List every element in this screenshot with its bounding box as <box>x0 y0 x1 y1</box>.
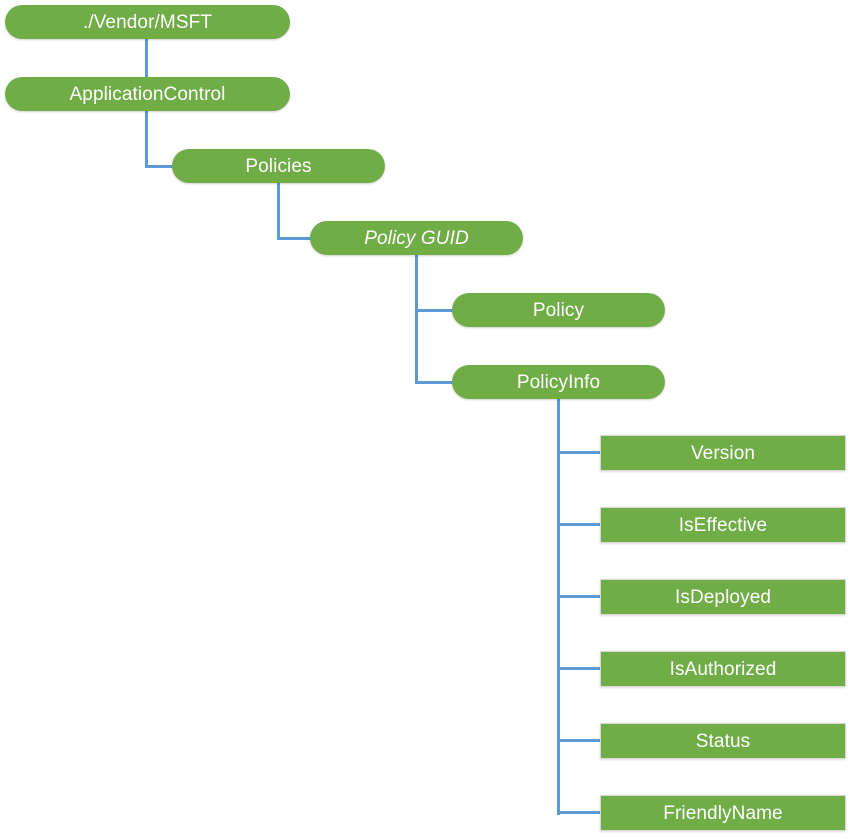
node-application-control: ApplicationControl <box>5 77 290 111</box>
node-label-is-effective: IsEffective <box>678 514 768 536</box>
node-label-status: Status <box>695 730 751 752</box>
connector-policyinfo-to-isdeployed-h <box>557 595 603 598</box>
connector-policies-to-guid-v <box>277 183 280 239</box>
connector-policyinfo-to-version-h <box>557 451 603 454</box>
connector-policyinfo-to-isauthorized-h <box>557 667 603 670</box>
connector-guid-to-policyinfo-h <box>415 381 455 384</box>
connector-policyinfo-trunk <box>557 399 560 815</box>
node-is-authorized: IsAuthorized <box>600 651 846 687</box>
node-label-friendly-name: FriendlyName <box>663 802 783 824</box>
node-status: Status <box>600 723 846 759</box>
node-label-is-authorized: IsAuthorized <box>669 658 777 680</box>
node-label-policies: Policies <box>245 155 312 177</box>
connector-policyinfo-to-iseffective-h <box>557 523 603 526</box>
node-vendor-msft: ./Vendor/MSFT <box>5 5 290 39</box>
node-label-is-deployed: IsDeployed <box>674 586 772 608</box>
node-policies: Policies <box>172 149 385 183</box>
connector-appcontrol-to-policies-v <box>145 111 148 167</box>
connector-guid-to-policy-h <box>415 309 455 312</box>
node-friendly-name: FriendlyName <box>600 795 846 831</box>
node-policy-guid: Policy GUID <box>310 221 523 255</box>
node-policy: Policy <box>452 293 665 327</box>
node-is-deployed: IsDeployed <box>600 579 846 615</box>
connector-vendor-to-appcontrol <box>145 39 148 78</box>
connector-policyinfo-to-status-h <box>557 739 603 742</box>
node-label-application-control: ApplicationControl <box>69 83 226 105</box>
connector-appcontrol-to-policies-h <box>145 165 175 168</box>
node-policy-info: PolicyInfo <box>452 365 665 399</box>
node-label-policy: Policy <box>532 299 585 321</box>
node-label-vendor-msft: ./Vendor/MSFT <box>82 11 213 33</box>
connector-guid-trunk <box>415 255 418 384</box>
node-label-policy-guid: Policy GUID <box>364 227 469 249</box>
node-version: Version <box>600 435 846 471</box>
connector-policies-to-guid-h <box>277 237 313 240</box>
node-label-policy-info: PolicyInfo <box>516 371 601 393</box>
node-is-effective: IsEffective <box>600 507 846 543</box>
node-label-version: Version <box>690 442 756 464</box>
connector-policyinfo-to-friendlyname-h <box>557 811 603 814</box>
